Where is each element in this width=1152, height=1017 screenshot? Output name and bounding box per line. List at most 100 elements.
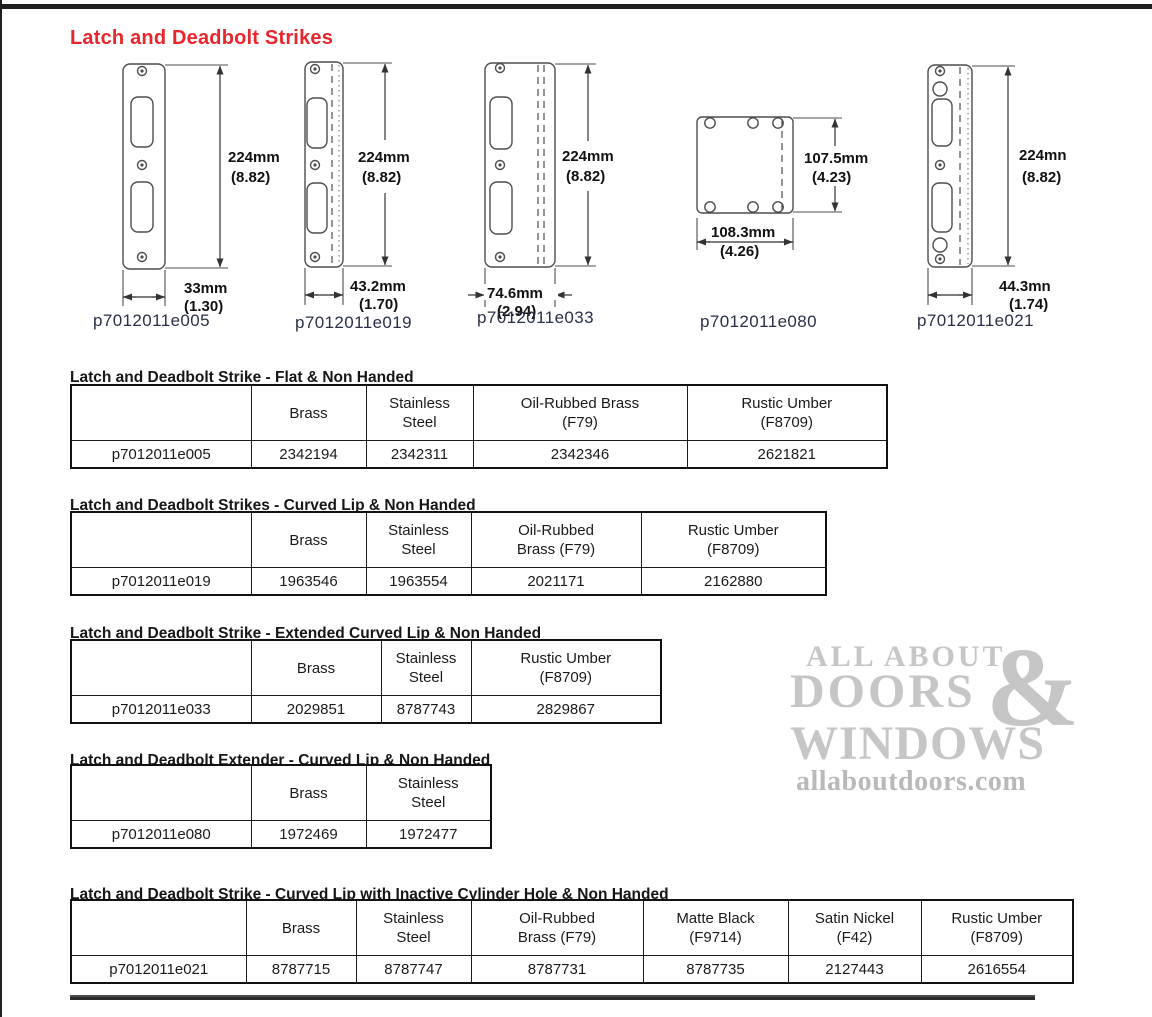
width-dimension-label: 108.3mm: [711, 224, 775, 241]
width-dimension-inches: (2.94): [497, 303, 536, 320]
diagram-extended-curved-lip-strike: 224mm (8.82) 74.6mm (2.94): [468, 62, 614, 320]
width-dimension: 43.2mm (1.70): [304, 268, 406, 313]
header-row: Brass Stainless Steel Oil-Rubbed Brass (…: [70, 384, 888, 441]
sku-cell: 2342346: [472, 440, 688, 469]
width-dimension: 33mm (1.30): [122, 270, 227, 315]
sku-cell: 8787735: [642, 955, 789, 984]
width-dimension-label: 33mm: [184, 280, 227, 297]
section-heading-extended-curved-lip: Latch and Deadbolt Strike - Extended Cur…: [70, 624, 542, 642]
col-header-blank: [70, 764, 252, 821]
part-number-e019: p7012011e019: [295, 313, 412, 332]
width-dimension: 44.3mn (1.74): [927, 268, 1051, 313]
table-cylinder-hole: Brass Stainless Steel Oil-Rubbed Brass (…: [70, 899, 1074, 984]
table-row: p7012011e021 8787715 8787747 8787731 878…: [70, 955, 1074, 984]
bottom-double-rule: [70, 995, 1035, 1000]
col-header-stainless-steel: Stainless Steel: [355, 899, 472, 956]
col-header-oil-rubbed-brass: Oil-Rubbed Brass (F79): [472, 384, 688, 441]
col-header-blank: [70, 511, 252, 568]
sku-cell: 2127443: [787, 955, 922, 984]
sku-cell: 8787715: [245, 955, 357, 984]
table-extended-curved-lip: Brass Stainless Steel Rustic Umber (F870…: [70, 639, 662, 724]
watermark-logo: ALL ABOUT DOORS & WINDOWS allaboutdoors.…: [788, 626, 1152, 810]
col-header-brass: Brass: [250, 764, 367, 821]
height-dimension: 107.5mm (4.23): [793, 117, 868, 213]
section-heading-curved-lip: Latch and Deadbolt Strikes - Curved Lip …: [70, 496, 476, 514]
header-row: Brass Stainless Steel: [70, 764, 492, 821]
col-header-rustic-umber: Rustic Umber (F8709): [920, 899, 1074, 956]
header-row: Brass Stainless Steel Oil-Rubbed Brass (…: [70, 899, 1074, 956]
sku-cell: 2342311: [365, 440, 474, 469]
col-header-matte-black: Matte Black (F9714): [642, 899, 789, 956]
width-dimension-label: 43.2mm: [350, 278, 406, 295]
sku-cell: 2342194: [250, 440, 367, 469]
watermark-all-about: ALL ABOUT: [806, 640, 1006, 673]
height-dimension-label: 224mn: [1019, 147, 1067, 164]
height-dimension-label: 224mm: [228, 149, 280, 166]
sku-cell: 1963546: [250, 567, 367, 596]
watermark-ampersand: &: [986, 626, 1080, 750]
table-extender: Brass Stainless Steel p7012011e080 19724…: [70, 764, 492, 849]
section-heading-flat: Latch and Deadbolt Strike - Flat & Non H…: [70, 368, 414, 386]
col-header-brass: Brass: [250, 384, 367, 441]
part-number-cell: p7012011e005: [70, 440, 252, 469]
diagram-flat-strike: 224mm (8.82) 33mm (1.30): [122, 63, 280, 315]
header-row: Brass Stainless Steel Rustic Umber (F870…: [70, 639, 662, 696]
height-dimension-inches: (8.82): [566, 168, 605, 185]
height-dimension: 224mm (8.82): [555, 63, 614, 267]
sku-cell: 1972469: [250, 820, 367, 849]
width-dimension-inches: (4.26): [720, 243, 759, 260]
page-title: Latch and Deadbolt Strikes: [70, 27, 334, 50]
diagram-cylinder-hole-strike: 224mn (8.82) 44.3mn (1.74): [927, 64, 1067, 313]
sku-cell: 1963554: [365, 567, 472, 596]
height-dimension-inches: (8.82): [362, 169, 401, 186]
part-number-cell: p7012011e019: [70, 567, 252, 596]
col-header-stainless-steel: Stainless Steel: [365, 384, 474, 441]
height-dimension-label: 224mm: [358, 149, 410, 166]
table-row: p7012011e019 1963546 1963554 2021171 216…: [70, 567, 827, 596]
part-number-e021: p7012011e021: [917, 311, 1034, 330]
strike-plate-outline: [304, 61, 344, 268]
col-header-satin-nickel: Satin Nickel (F42): [787, 899, 922, 956]
sku-cell: 8787747: [355, 955, 472, 984]
col-header-brass: Brass: [250, 639, 382, 696]
diagram-curved-lip-strike: 224mm (8.82) 43.2mm (1.70): [304, 61, 410, 313]
sku-cell: 8787743: [380, 695, 472, 724]
part-number-cell: p7012011e080: [70, 820, 252, 849]
col-header-brass: Brass: [250, 511, 367, 568]
width-dimension: 74.6mm (2.94): [468, 268, 572, 320]
width-dimension-label: 74.6mm: [487, 285, 543, 302]
col-header-rustic-umber: Rustic Umber (F8709): [470, 639, 662, 696]
sku-cell: 1972477: [365, 820, 492, 849]
sku-cell: 2021171: [470, 567, 642, 596]
col-header-blank: [70, 639, 252, 696]
table-row: p7012011e080 1972469 1972477: [70, 820, 492, 849]
part-number-cell: p7012011e021: [70, 955, 247, 984]
width-dimension-label: 44.3mn: [999, 278, 1051, 295]
sku-cell: 2616554: [920, 955, 1074, 984]
part-number-cell: p7012011e033: [70, 695, 252, 724]
watermark-windows: WINDOWS: [790, 717, 1046, 770]
strike-plate-outline: [927, 64, 973, 268]
height-dimension: 224mm (8.82): [165, 64, 280, 269]
width-dimension: 108.3mm (4.26): [696, 218, 794, 260]
extender-plate-outline: [696, 116, 794, 214]
sku-cell: 8787731: [470, 955, 644, 984]
part-number-e080: p7012011e080: [700, 312, 817, 331]
col-header-blank: [70, 899, 247, 956]
col-header-blank: [70, 384, 252, 441]
top-border-rule: [0, 4, 1152, 9]
sku-cell: 2621821: [686, 440, 888, 469]
sku-cell: 2829867: [470, 695, 662, 724]
strike-plate-outline: [484, 62, 556, 268]
sku-cell: 2162880: [640, 567, 827, 596]
height-dimension-inches: (8.82): [1022, 169, 1061, 186]
height-dimension-inches: (4.23): [812, 169, 851, 186]
part-number-e005: p7012011e005: [93, 311, 210, 330]
col-header-stainless-steel: Stainless Steel: [380, 639, 472, 696]
col-header-rustic-umber: Rustic Umber (F8709): [640, 511, 827, 568]
section-heading-cylinder-hole: Latch and Deadbolt Strike - Curved Lip w…: [70, 885, 669, 903]
sku-cell: 2029851: [250, 695, 382, 724]
watermark-doors: DOORS: [790, 665, 976, 718]
watermark-url: allaboutdoors.com: [796, 766, 1027, 797]
col-header-stainless-steel: Stainless Steel: [365, 764, 492, 821]
